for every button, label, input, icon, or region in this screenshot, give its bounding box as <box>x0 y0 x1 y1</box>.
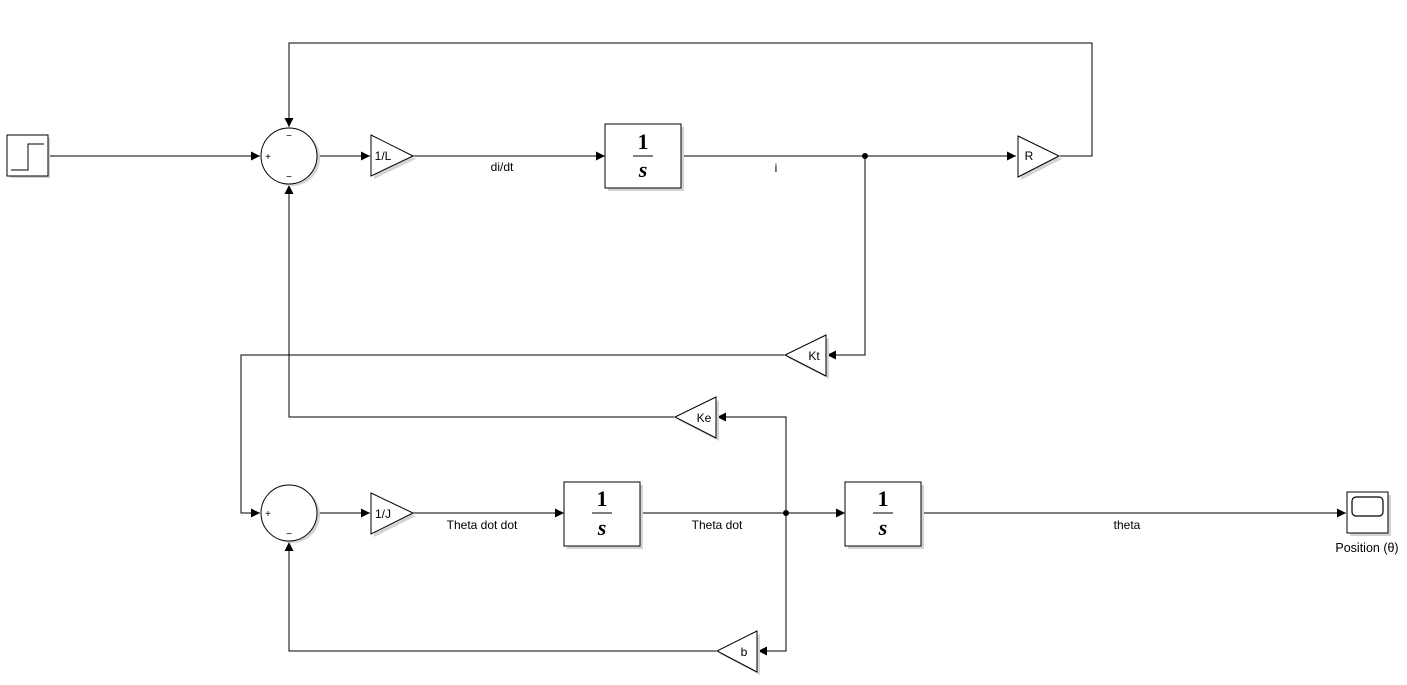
scope-caption: Position (θ) <box>1335 541 1398 555</box>
gain-label-inv-J: 1/J <box>375 507 391 521</box>
wire-b-feedback[interactable] <box>284 542 716 652</box>
sum-sign-bottom: − <box>286 172 292 183</box>
signal-label-theta-dot: Theta dot <box>692 518 743 532</box>
integrator-denominator: s <box>597 515 607 540</box>
gain-block-b[interactable]: b <box>715 630 760 675</box>
signal-label-i: i <box>775 161 778 175</box>
integrator-numerator: 1 <box>638 129 649 154</box>
sum-sign-input: + <box>265 509 271 520</box>
scope-screen-icon <box>1351 496 1384 517</box>
gain-label-Ke: Ke <box>697 411 712 425</box>
integrator-block-position[interactable]: 1 s <box>844 481 924 549</box>
signal-lines <box>48 42 1346 656</box>
step-icon <box>11 143 44 171</box>
integrator-numerator: 1 <box>597 486 608 511</box>
sum-block-electrical[interactable]: + − − <box>260 127 320 186</box>
integrator-numerator: 1 <box>878 486 889 511</box>
signal-label-theta-dot-dot: Theta dot dot <box>447 518 518 532</box>
wire-R-feedback[interactable] <box>284 42 1093 157</box>
signal-label-di-dt: di/dt <box>491 160 514 174</box>
integrator-denominator: s <box>878 515 888 540</box>
sum-block-mechanical[interactable]: + − <box>260 484 320 543</box>
wire-Ke-feedback[interactable] <box>284 185 674 418</box>
gain-label-R: R <box>1025 149 1034 163</box>
wire-theta-dot-to-Ke[interactable] <box>717 412 787 513</box>
sum-sign-bottom: − <box>286 529 292 540</box>
gain-block-R[interactable]: R <box>1017 135 1062 180</box>
signal-label-theta: theta <box>1114 518 1141 532</box>
junction-current <box>862 153 868 159</box>
gain-block-Kt[interactable]: Kt <box>783 334 829 379</box>
gain-block-inv-L[interactable]: 1/L <box>370 134 416 179</box>
sum-sign-input: + <box>265 152 271 163</box>
wire-Kt-to-mech-sum[interactable] <box>240 354 784 518</box>
gain-label-inv-L: 1/L <box>375 149 392 163</box>
gain-label-b: b <box>741 645 748 659</box>
step-block[interactable] <box>6 134 50 178</box>
gain-block-Ke[interactable]: Ke <box>673 396 719 441</box>
gain-block-inv-J[interactable]: 1/J <box>370 492 416 537</box>
integrator-block-speed[interactable]: 1 s <box>563 481 643 549</box>
junction-theta-dot <box>783 510 789 516</box>
wire-theta-dot-to-b[interactable] <box>758 513 787 656</box>
integrator-denominator: s <box>638 157 648 182</box>
integrator-block-current[interactable]: 1 s <box>604 123 684 191</box>
scope-block-position[interactable]: Position (θ) <box>1335 491 1399 555</box>
sum-sign-top: − <box>286 131 292 142</box>
gain-label-Kt: Kt <box>808 349 820 363</box>
wire-i-to-Kt[interactable] <box>827 156 866 360</box>
